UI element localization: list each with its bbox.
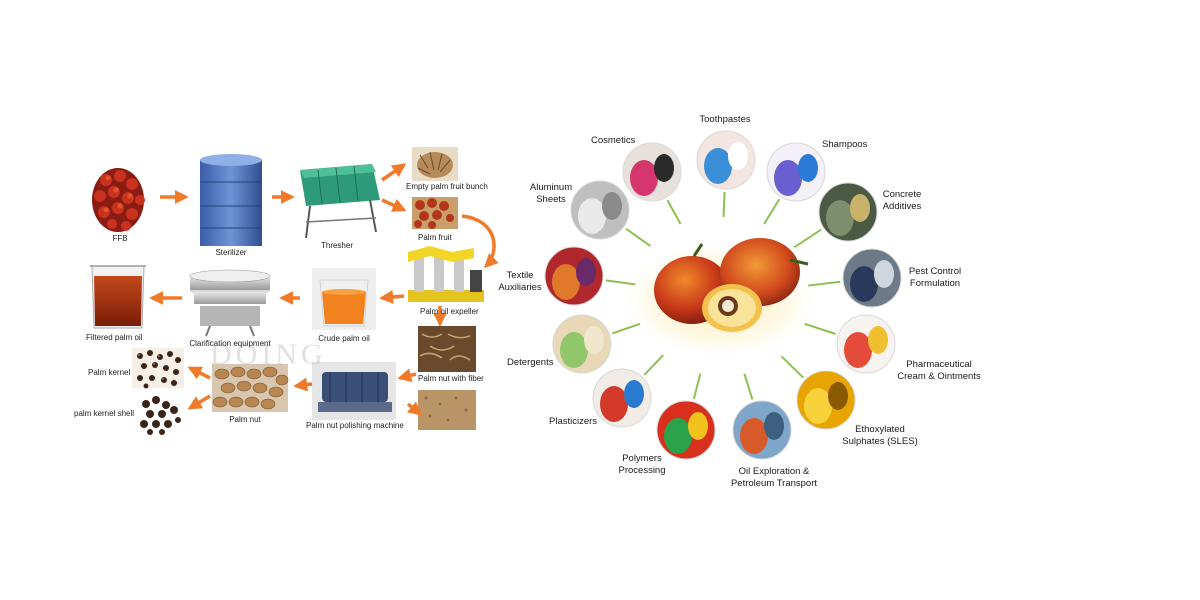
polishing-machine-image (312, 362, 396, 420)
label-palm-kernel: Palm kernel (88, 368, 131, 377)
palm-fruit-image (412, 197, 458, 229)
label-plasticizers: Plasticizers (549, 416, 598, 427)
spoke-detergents (611, 322, 641, 335)
label-thresher: Thresher (320, 241, 353, 250)
circle-oil_expl (732, 400, 792, 460)
application-circles (544, 130, 902, 460)
circle-pharma (836, 314, 896, 374)
circle-toothpastes (696, 130, 756, 190)
label-palm-fruit: Palm fruit (418, 233, 452, 242)
spoke-pest (808, 280, 841, 287)
spoke-toothpastes (722, 191, 726, 218)
circle-aluminum (570, 180, 630, 240)
circle-detergents (552, 314, 612, 374)
label-shampoos: Shampoos (822, 139, 868, 150)
circle-polymers (656, 400, 716, 460)
spoke-concrete (793, 228, 822, 249)
arrow-thresher-fruit (381, 198, 407, 212)
spoke-aluminum (625, 227, 651, 247)
spoke-shampoos (763, 198, 781, 225)
spoke-cosmetics (666, 199, 682, 225)
circle-shampoos (766, 142, 826, 202)
label-sterilizer: Sterilizer (215, 248, 247, 257)
circle-concrete (818, 182, 878, 242)
spoke-sles (780, 355, 804, 379)
label-toothpastes: Toothpastes (699, 114, 751, 125)
fiber-image (418, 390, 476, 430)
watermark-logo: DOING (210, 338, 327, 371)
label-concrete: Concrete Additives (882, 189, 922, 212)
spokes (605, 191, 841, 400)
palm-kernel-image (132, 348, 184, 389)
crude-oil-image (312, 268, 376, 330)
process-arrows (149, 163, 499, 416)
label-detergents: Detergents (507, 357, 554, 368)
filtered-oil-image (90, 265, 146, 329)
label-ffb: FFB (112, 234, 128, 243)
label-textile: Textile Auxiliaries (498, 270, 542, 293)
palm-fruit-center (654, 238, 809, 332)
sterilizer-image (200, 154, 262, 246)
spoke-pharma (804, 322, 836, 335)
arrow-nut-kernel (187, 366, 211, 380)
label-polishing: Palm nut polishing machine (306, 421, 404, 430)
circle-sles (796, 370, 856, 430)
label-clarification: Clarification equipment (189, 339, 271, 348)
arrow-fruit-expeller (461, 214, 499, 268)
circle-textile (544, 246, 604, 306)
nut-fiber-image (418, 326, 476, 372)
label-empty-bunch: Empty palm fruit bunch (406, 182, 488, 191)
circle-pest (842, 248, 902, 308)
circle-cosmetics (622, 142, 682, 202)
arrow-thresher-bunch (381, 163, 407, 182)
spoke-polymers (692, 373, 702, 400)
label-kernel-shell: palm kernel shell (74, 409, 135, 418)
circle-plasticizers (592, 368, 652, 428)
spoke-oil_expl (743, 373, 754, 400)
spoke-plasticizers (643, 354, 664, 376)
label-pharma: Pharmaceutical Cream & Ointments (897, 359, 981, 382)
arrow-to-fiber (406, 401, 423, 416)
ffb-image (92, 168, 145, 232)
arrow-expeller-crude (379, 290, 405, 304)
thresher-image (300, 164, 380, 239)
label-pest: Pest Control Formulation (908, 266, 962, 289)
label-palm-nut: Palm nut (229, 415, 261, 424)
label-oil-exploration: Oil Exploration & Petroleum Transport (730, 466, 818, 489)
expeller-image (408, 246, 484, 302)
label-crude-oil: Crude palm oil (318, 334, 370, 343)
kernel-shell-image (140, 396, 181, 435)
label-filtered-oil: Filtered palm oil (86, 333, 143, 342)
label-polymers: Polymers Processing (618, 453, 666, 476)
arrow-nut-shell (187, 394, 211, 410)
label-expeller: Palm oil expeller (420, 307, 479, 316)
label-nut-fiber: Palm nut with fiber (418, 374, 484, 383)
clarification-image (189, 269, 271, 337)
label-sles: Ethoxylated Sulphates (SLES) (842, 424, 918, 447)
arrow-polishing-nut (293, 377, 313, 392)
arrow-fiber-polishing (397, 368, 417, 383)
palm-nut-image (212, 364, 289, 412)
label-cosmetics: Cosmetics (591, 135, 636, 146)
empty-bunch-image (412, 147, 458, 181)
label-aluminum: Aluminum Sheets (529, 182, 573, 205)
spoke-textile (605, 279, 636, 286)
